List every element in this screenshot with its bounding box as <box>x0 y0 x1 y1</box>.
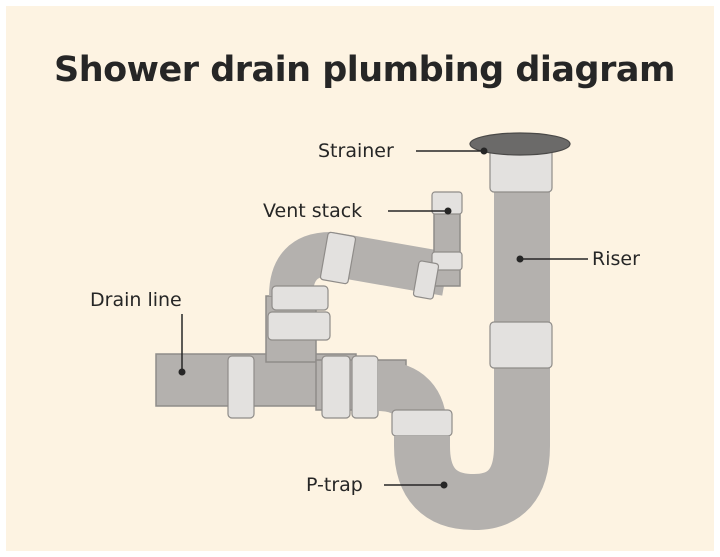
callout-riser <box>516 255 588 263</box>
callout-p-trap <box>384 481 448 489</box>
trap-inlet-joint-2 <box>351 355 379 419</box>
strainer-plate <box>469 132 571 156</box>
trap-down-joint <box>391 409 453 437</box>
label-p-trap: P-trap <box>306 474 363 496</box>
callout-strainer <box>416 147 488 155</box>
riser-lower-joint <box>489 321 553 369</box>
p-trap-pipe <box>394 156 550 531</box>
plumbing-diagram: Strainer Vent stack Riser Drain line P-t… <box>90 132 640 531</box>
callout-drain-line <box>178 314 186 376</box>
vent-stack-joint <box>431 251 463 271</box>
trap-inlet-joint-1 <box>321 355 351 419</box>
vent-elbow-joint <box>319 231 357 285</box>
tee-upper-joint <box>271 285 329 311</box>
diagram-title: Shower drain plumbing diagram <box>54 50 675 90</box>
label-vent-stack: Vent stack <box>263 200 362 222</box>
tee-lower-joint <box>267 311 331 341</box>
label-strainer: Strainer <box>318 140 394 162</box>
label-riser: Riser <box>592 248 640 270</box>
callout-vent-stack <box>388 207 452 215</box>
drain-line-joint <box>227 355 255 419</box>
label-drain-line: Drain line <box>90 289 182 311</box>
vent-arm-joint <box>412 260 440 300</box>
